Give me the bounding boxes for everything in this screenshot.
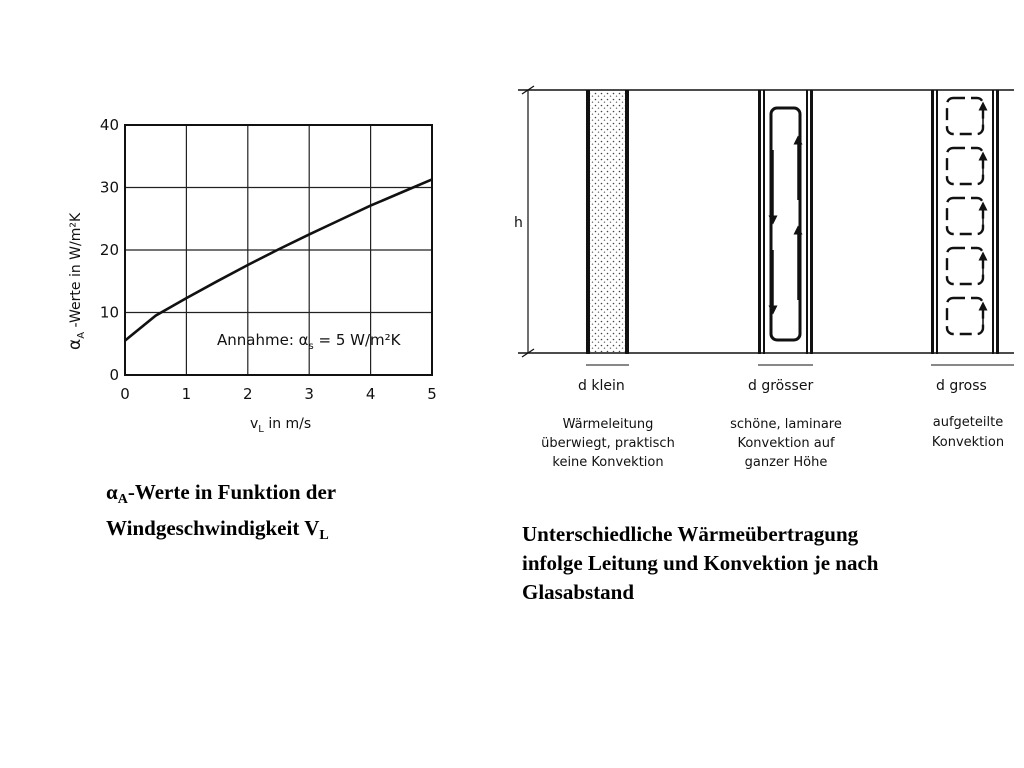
glazing-gap-diagram: h d klein Wärmeleitung überwiegt, prakti… (514, 85, 1014, 470)
x-tick-label-1: 1 (182, 385, 192, 403)
series-line-alpha (124, 178, 433, 342)
x-tick-label-4: 4 (366, 385, 376, 403)
chart-tick-labels: 0 1 2 3 4 5 0 10 20 30 40 (100, 116, 437, 403)
caption-left-line-1-text: -Werte in Funktion der (127, 480, 337, 504)
y-axis-label-prefix: α (65, 339, 85, 350)
convection-cell-3 (945, 196, 985, 236)
panel-d-groesser: d grösser schöne, laminare Konvektion au… (730, 90, 842, 470)
annotation-prefix: Annahme: α (217, 331, 309, 349)
height-label: h (514, 215, 523, 231)
chart-annotation: Annahme: αs = 5 W/m²K (217, 331, 402, 352)
caption-alpha-chart: αA-Werte in Funktion der Windgeschwindig… (106, 478, 466, 550)
chart-axes (124, 124, 433, 376)
caption-right-line-2: infolge Leitung und Konvektion je nach (522, 551, 879, 575)
height-tick-top (521, 85, 535, 95)
x-axis-label-prefix: v (250, 416, 258, 432)
panel-3-desc-1: aufgeteilte (933, 415, 1003, 430)
plot-frame (124, 124, 433, 376)
caption-left-line-1: αA-Werte in Funktion der (106, 478, 466, 514)
y-axis-label-text: -Werte in W/m²K (68, 212, 84, 332)
caption-left-line-2: Windgeschwindigkeit VL (106, 514, 466, 550)
panel-3-glass-right-inner (992, 90, 994, 354)
y-tick-label-3: 30 (100, 179, 119, 197)
panel-3-glass-left-inner (936, 90, 938, 354)
panel-3-desc-2: Konvektion (932, 435, 1004, 450)
panel-2-glass-right-outer (810, 90, 813, 354)
caption-diagram: Unterschiedliche Wärmeübertragung infolg… (522, 520, 992, 607)
panel-3-convection-cells (945, 96, 988, 336)
y-tick-label-4: 40 (100, 116, 119, 134)
caption-left-sub-a: A (117, 492, 128, 507)
caption-left-alpha: α (106, 480, 118, 504)
panel-2-desc-2: Konvektion auf (737, 436, 835, 451)
panel-2-desc-1: schöne, laminare (730, 417, 842, 432)
y-tick-label-1: 10 (100, 304, 119, 322)
panel-2-glass-left-outer (758, 90, 761, 354)
panel-3-glass-left-outer (931, 90, 934, 354)
x-axis-label-text: in m/s (264, 416, 311, 432)
convection-cell-1 (945, 96, 985, 136)
panel-2-convection-loop (769, 106, 802, 342)
panel-d-gross: d gross aufgeteilte Konvektion (931, 90, 1014, 450)
annotation-suffix: = 5 W/m²K (314, 331, 402, 349)
panel-3-glass-right-outer (996, 90, 999, 354)
panel-1-d-label: d klein (578, 378, 625, 394)
x-axis-label: vL in m/s (250, 416, 311, 435)
panel-1-glass-right (625, 90, 629, 354)
panel-1-desc-3: keine Konvektion (552, 455, 663, 470)
panel-2-glass-right-inner (806, 90, 808, 354)
panel-d-klein: d klein Wärmeleitung überwiegt, praktisc… (541, 90, 675, 470)
panel-2-d-label: d grösser (748, 378, 813, 394)
x-tick-label-5: 5 (427, 385, 437, 403)
convection-cell-2 (945, 146, 985, 186)
panel-1-glass-left (586, 90, 590, 354)
x-tick-label-2: 2 (243, 385, 253, 403)
y-axis-label: αA -Werte in W/m²K (65, 212, 87, 350)
y-tick-label-2: 20 (100, 241, 119, 259)
panel-2-desc-3: ganzer Höhe (745, 455, 828, 470)
y-axis-label-sub: A (76, 332, 87, 339)
caption-right-line-3: Glasabstand (522, 580, 635, 604)
panel-1-stipple-gap (590, 92, 626, 352)
panel-1-desc-2: überwiegt, praktisch (541, 436, 675, 451)
x-tick-label-0: 0 (120, 385, 130, 403)
caption-left-sub-l: L (319, 528, 329, 543)
caption-right-line-1: Unterschiedliche Wärmeübertragung (522, 522, 859, 546)
caption-left-line-2-text: Windgeschwindigkeit V (106, 516, 320, 540)
panel-1-desc-1: Wärmeleitung (563, 417, 654, 432)
x-tick-label-3: 3 (304, 385, 314, 403)
convection-cell-5 (945, 296, 985, 336)
panel-2-glass-left-inner (763, 90, 765, 354)
convection-cell-4 (945, 246, 985, 286)
panel-3-d-label: d gross (936, 378, 987, 394)
annotation-sub: s (309, 341, 314, 352)
y-tick-label-0: 0 (109, 366, 119, 384)
height-tick-bottom (521, 348, 535, 358)
x-axis-label-sub: L (258, 424, 264, 435)
